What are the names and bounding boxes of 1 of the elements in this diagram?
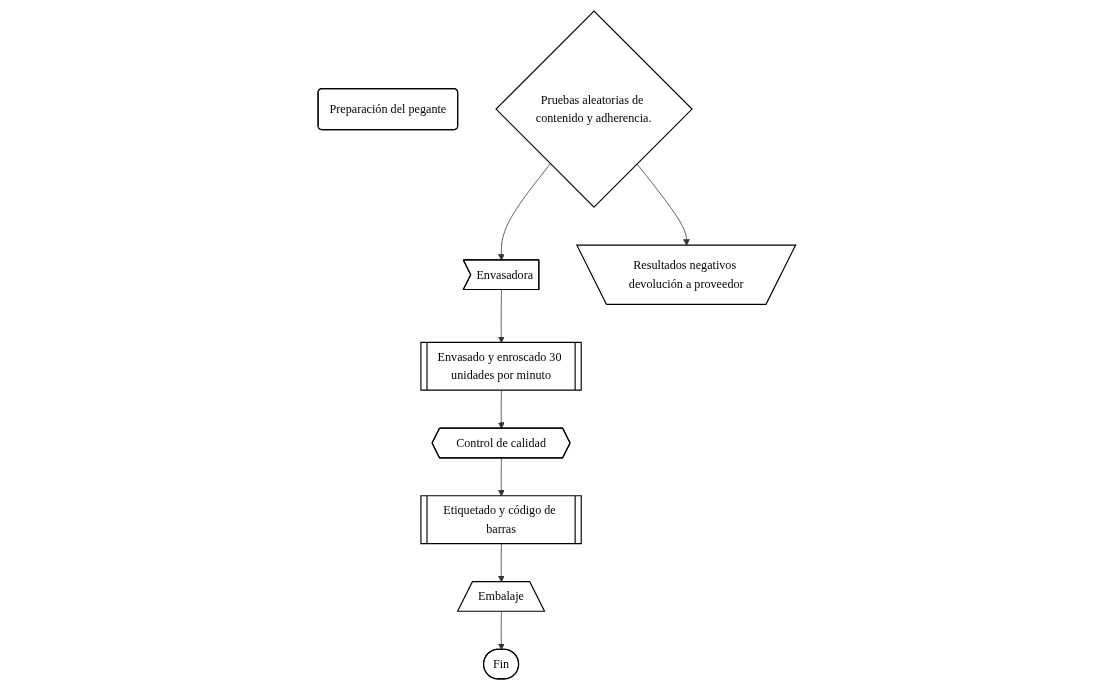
node-diamond: Pruebas aleatorias de contenido y adherencia. (494, 10, 693, 208)
